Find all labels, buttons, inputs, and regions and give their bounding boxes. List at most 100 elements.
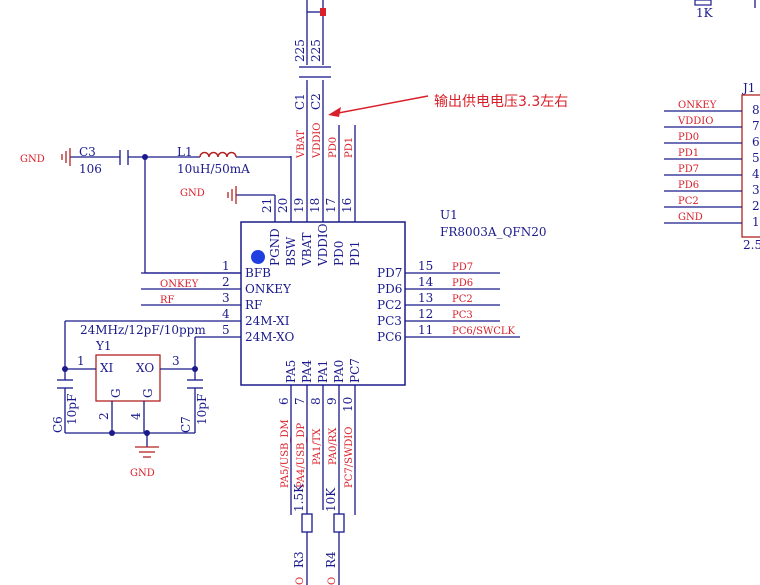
r4-ref: R4 <box>324 551 338 568</box>
net-label: PD7 <box>452 262 473 273</box>
pin-name: PA4 <box>300 359 314 383</box>
net-label: VDDIO <box>312 123 323 159</box>
j1-net: GND <box>678 212 703 223</box>
net-label: PD1 <box>344 137 355 158</box>
annotation-arrow <box>332 95 429 115</box>
pin-num: 1 <box>222 259 230 273</box>
c7-ref: C7 <box>179 416 193 433</box>
pin-num: 4 <box>129 412 143 420</box>
pin-num: 14 <box>418 275 434 289</box>
j1-pin: 4 <box>752 167 760 181</box>
net-label: PA0/RX <box>328 427 339 465</box>
j1-pin: 1 <box>752 215 760 229</box>
pin-num: 11 <box>418 323 433 337</box>
y1-g: G <box>141 388 155 398</box>
pin-name: BFB <box>245 266 271 280</box>
r-top-value: 1K <box>696 6 714 20</box>
c7-value: 10pF <box>195 394 209 425</box>
junction <box>109 430 115 436</box>
junction <box>320 8 326 16</box>
gnd-symbol <box>61 148 71 166</box>
r3-ref: R3 <box>292 551 306 568</box>
net-label: PA1/TX <box>312 428 323 465</box>
c2-ref: C2 <box>309 93 323 110</box>
pin-num: 8 <box>309 397 323 405</box>
j1-pin: 3 <box>752 183 760 197</box>
u1-ref: U1 <box>440 208 458 222</box>
j1-net: PC2 <box>678 196 699 207</box>
r3-body <box>301 513 313 533</box>
j1-ref: J1 <box>741 81 755 95</box>
pin-num: 20 <box>276 198 290 213</box>
pin-num: 3 <box>222 291 230 305</box>
pin-num: 13 <box>418 291 433 305</box>
u1-part: FR8003A_QFN20 <box>440 225 547 239</box>
gnd-label: GND <box>20 154 45 165</box>
pin-num: 19 <box>292 198 306 213</box>
j1-bottom: 2.5 <box>743 238 760 252</box>
y1-spec: 24MHz/12pF/10ppm <box>80 323 206 337</box>
c1-ref: C1 <box>293 93 307 110</box>
gnd-label: GND <box>130 468 155 479</box>
pin-name: 24M-XI <box>245 314 290 328</box>
c1-value: 225 <box>293 39 307 62</box>
l1-ref: L1 <box>177 145 193 159</box>
net-partial: O <box>295 577 306 585</box>
pin-num: 2 <box>222 275 230 289</box>
pin-name: VDDIO <box>316 223 330 267</box>
pin-num: 10 <box>341 397 355 412</box>
j1-net: PD7 <box>678 164 699 175</box>
y1-g: G <box>109 388 123 398</box>
net-label: PD0 <box>328 137 339 158</box>
j1-net: VDDIO <box>677 116 713 127</box>
pin-name: PD6 <box>377 282 402 296</box>
junction <box>62 366 68 372</box>
j1-pin: 8 <box>752 103 760 117</box>
j1-net: PD0 <box>678 132 699 143</box>
y1-ref: Y1 <box>95 339 112 353</box>
c6-value: 10pF <box>65 394 79 425</box>
l1-coil <box>199 151 237 158</box>
junction <box>142 154 148 160</box>
net-label: PC3 <box>452 310 473 321</box>
partial-resistor <box>694 0 712 6</box>
pin-num: 3 <box>172 354 180 368</box>
pin-num: 2 <box>97 412 111 420</box>
net-label: VBAT <box>296 130 307 159</box>
pin1-marker <box>251 250 265 264</box>
pin-num: 7 <box>293 397 307 405</box>
pin-num: 6 <box>277 397 291 405</box>
pin-num: 4 <box>222 307 230 321</box>
net-label: PA4/USB_DP <box>296 423 307 488</box>
pin-num: 1 <box>77 354 85 368</box>
pin-name: PGND <box>268 228 282 266</box>
y1-xo: XO <box>136 361 154 375</box>
pin-name: PD1 <box>348 241 362 266</box>
pin-num: 17 <box>324 198 338 213</box>
pin-name: PC6 <box>377 330 402 344</box>
pin-name: VBAT <box>300 233 314 268</box>
arrow-head <box>328 107 341 117</box>
net-label: PC7/SWDIO <box>344 427 355 488</box>
j1-pin: 5 <box>752 151 760 165</box>
c3-ref: C3 <box>79 145 96 159</box>
pin-name: RF <box>245 298 262 312</box>
pin-num: 16 <box>340 198 354 213</box>
y1-xi: XI <box>100 361 114 375</box>
j1-body <box>741 94 760 238</box>
c2-value: 225 <box>309 39 323 62</box>
j1-pin: 2 <box>752 199 760 213</box>
pin-name: ONKEY <box>245 282 292 296</box>
pin-num: 15 <box>418 259 433 273</box>
j1-net: ONKEY <box>678 100 717 111</box>
pin-name: PC7 <box>348 358 362 383</box>
j1-pin: 6 <box>752 135 760 149</box>
pin-name: PA1 <box>316 360 330 383</box>
net-label: PA5/USB_DM <box>280 419 291 488</box>
r4-value: 10K <box>324 487 338 512</box>
r4-body <box>333 513 345 533</box>
pin-name: PC2 <box>377 298 402 312</box>
gnd-label: GND <box>180 188 205 199</box>
j1-net: PD1 <box>678 148 699 159</box>
